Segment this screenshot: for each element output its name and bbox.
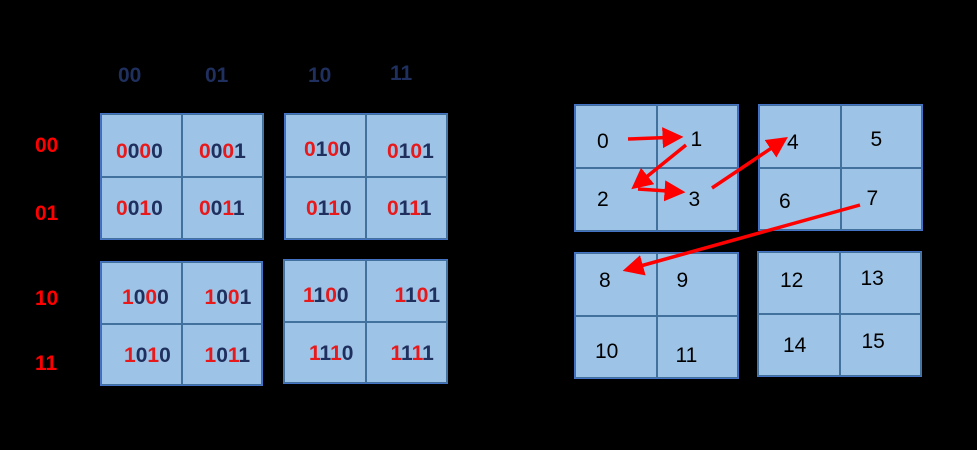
column-label-10: 10 bbox=[308, 64, 332, 87]
code-0011: 0011 bbox=[199, 196, 245, 220]
code-cell: 0111 bbox=[366, 176, 447, 239]
code-cell: 0000 bbox=[101, 114, 182, 177]
index-cell: 14 bbox=[758, 314, 840, 376]
index-1: 1 bbox=[690, 128, 703, 151]
index-cell: 9 bbox=[656, 253, 738, 316]
code-0001: 0001 bbox=[199, 140, 246, 163]
arrow-7-to-8 bbox=[622, 203, 861, 276]
index-cell: 5 bbox=[840, 105, 922, 168]
index-cell: 13 bbox=[839, 252, 921, 314]
index-7: 7 bbox=[866, 186, 879, 210]
index-5: 5 bbox=[870, 128, 883, 151]
code-cell: 0010 bbox=[101, 176, 182, 239]
code-1000: 1000 bbox=[122, 286, 169, 309]
index-block-bottom-right: 12 13 14 15 bbox=[757, 251, 922, 377]
code-0110: 0110 bbox=[306, 196, 352, 220]
code-cell: 1000 bbox=[101, 262, 182, 324]
code-block-bottom-left: 1000 1001 1010 1011 bbox=[100, 261, 263, 386]
index-0: 0 bbox=[597, 130, 609, 153]
code-cell: 0011 bbox=[182, 176, 263, 239]
index-4: 4 bbox=[787, 131, 799, 154]
code-cell: 1001 bbox=[181, 262, 262, 324]
code-cell: 0110 bbox=[285, 176, 366, 239]
index-3: 3 bbox=[688, 188, 701, 211]
code-1011: 1011 bbox=[204, 343, 251, 367]
code-cell: 1110 bbox=[284, 321, 366, 383]
code-cell: 0100 bbox=[285, 114, 366, 177]
code-0101: 0101 bbox=[387, 140, 434, 163]
index-11: 11 bbox=[675, 343, 698, 367]
index-12: 12 bbox=[780, 269, 804, 292]
index-cell: 12 bbox=[758, 252, 840, 314]
column-label-01: 01 bbox=[205, 64, 229, 87]
index-cell: 3 bbox=[656, 168, 738, 231]
arrow-1-to-2 bbox=[631, 143, 688, 190]
row-label-01: 01 bbox=[35, 202, 59, 225]
index-2: 2 bbox=[597, 188, 609, 211]
arrow-0-to-1 bbox=[627, 127, 684, 149]
code-cell: 1010 bbox=[101, 323, 182, 385]
index-block-bottom-left: 8 9 10 11 bbox=[574, 252, 739, 379]
code-0000: 0000 bbox=[116, 140, 163, 163]
index-8: 8 bbox=[599, 269, 611, 292]
code-0100: 0100 bbox=[304, 138, 351, 161]
code-cell: 1111 bbox=[365, 321, 447, 383]
code-block-top-right: 0100 0101 0110 0111 bbox=[284, 113, 448, 240]
index-10: 10 bbox=[595, 339, 619, 363]
code-block-bottom-right: 1100 1101 1110 1111 bbox=[283, 259, 448, 384]
index-cell: 15 bbox=[839, 314, 921, 376]
index-cell: 2 bbox=[575, 168, 657, 231]
index-6: 6 bbox=[779, 189, 791, 213]
index-cell: 6 bbox=[759, 167, 841, 230]
code-cell: 1101 bbox=[365, 260, 447, 322]
index-cell: 8 bbox=[575, 253, 657, 316]
index-13: 13 bbox=[860, 267, 884, 290]
code-block-top-left: 0000 0001 0010 0011 bbox=[100, 113, 264, 240]
index-9: 9 bbox=[676, 269, 689, 292]
code-cell: 0101 bbox=[366, 114, 447, 177]
index-14: 14 bbox=[783, 334, 807, 357]
code-cell: 1100 bbox=[284, 260, 366, 322]
index-cell: 7 bbox=[840, 167, 922, 230]
column-label-00: 00 bbox=[118, 64, 142, 87]
row-label-00: 00 bbox=[35, 134, 59, 157]
index-15: 15 bbox=[861, 330, 885, 353]
row-label-10: 10 bbox=[35, 287, 59, 310]
code-0111: 0111 bbox=[387, 196, 432, 220]
code-1001: 1001 bbox=[204, 286, 252, 309]
code-1101: 1101 bbox=[394, 284, 441, 307]
code-cell: 1011 bbox=[181, 323, 262, 385]
index-cell: 4 bbox=[759, 105, 841, 168]
code-0010: 0010 bbox=[116, 196, 163, 220]
code-cell: 0001 bbox=[182, 114, 263, 177]
row-label-11: 11 bbox=[35, 352, 58, 375]
index-cell: 10 bbox=[575, 315, 657, 378]
code-1110: 1110 bbox=[309, 341, 354, 365]
arrow-3-to-4 bbox=[711, 137, 788, 190]
code-1111: 1111 bbox=[390, 341, 434, 365]
column-label-11: 11 bbox=[390, 62, 413, 85]
code-1010: 1010 bbox=[124, 343, 171, 367]
code-1100: 1100 bbox=[303, 284, 349, 307]
index-cell: 11 bbox=[656, 315, 738, 378]
arrow-2-to-3 bbox=[637, 180, 686, 202]
